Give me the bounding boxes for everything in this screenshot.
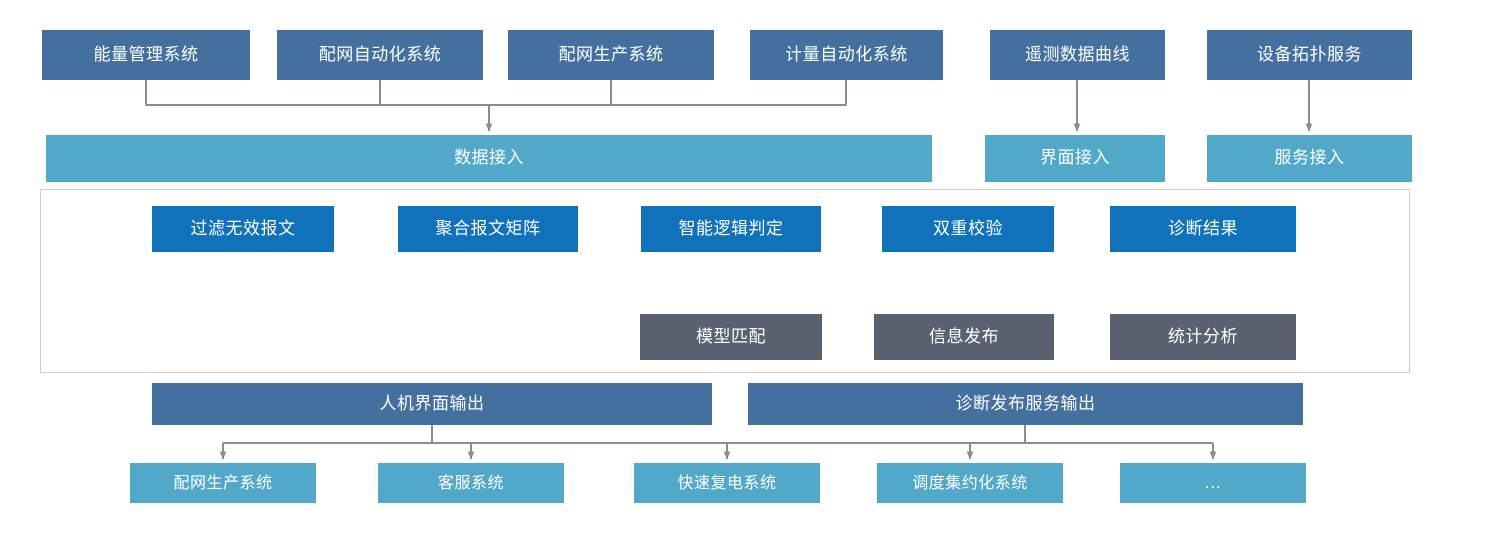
source-system-metering-automation[interactable]: 计量自动化系统 bbox=[750, 30, 943, 80]
source-system-distribution-automation[interactable]: 配网自动化系统 bbox=[277, 30, 483, 80]
process-step-filter-invalid-messages[interactable]: 过滤无效报文 bbox=[152, 206, 334, 252]
consumer-system-more[interactable]: ... bbox=[1120, 463, 1306, 503]
process-output-statistical-analysis[interactable]: 统计分析 bbox=[1110, 314, 1296, 360]
process-step-diagnostic-result[interactable]: 诊断结果 bbox=[1110, 206, 1296, 252]
access-layer-interface[interactable]: 界面接入 bbox=[985, 135, 1165, 182]
output-bar-hmi[interactable]: 人机界面输出 bbox=[152, 383, 712, 425]
source-system-telemetry-curve[interactable]: 遥测数据曲线 bbox=[990, 30, 1165, 80]
source-system-device-topology-service[interactable]: 设备拓扑服务 bbox=[1207, 30, 1412, 80]
process-step-dual-verification[interactable]: 双重校验 bbox=[882, 206, 1054, 252]
output-bar-diagnostic-publishing-service[interactable]: 诊断发布服务输出 bbox=[748, 383, 1303, 425]
consumer-system-customer-service[interactable]: 客服系统 bbox=[378, 463, 564, 503]
access-layer-service[interactable]: 服务接入 bbox=[1207, 135, 1412, 182]
source-system-distribution-production[interactable]: 配网生产系统 bbox=[508, 30, 714, 80]
source-system-energy-management[interactable]: 能量管理系统 bbox=[42, 30, 250, 80]
consumer-system-dispatch-intensive[interactable]: 调度集约化系统 bbox=[877, 463, 1063, 503]
process-output-information-publishing[interactable]: 信息发布 bbox=[874, 314, 1054, 360]
process-output-model-matching[interactable]: 模型匹配 bbox=[640, 314, 822, 360]
process-step-aggregate-message-matrix[interactable]: 聚合报文矩阵 bbox=[398, 206, 578, 252]
consumer-system-fast-power-restoration[interactable]: 快速复电系统 bbox=[634, 463, 820, 503]
process-step-intelligent-logic-decision[interactable]: 智能逻辑判定 bbox=[641, 206, 821, 252]
consumer-system-distribution-production[interactable]: 配网生产系统 bbox=[130, 463, 316, 503]
access-layer-data[interactable]: 数据接入 bbox=[46, 135, 932, 182]
